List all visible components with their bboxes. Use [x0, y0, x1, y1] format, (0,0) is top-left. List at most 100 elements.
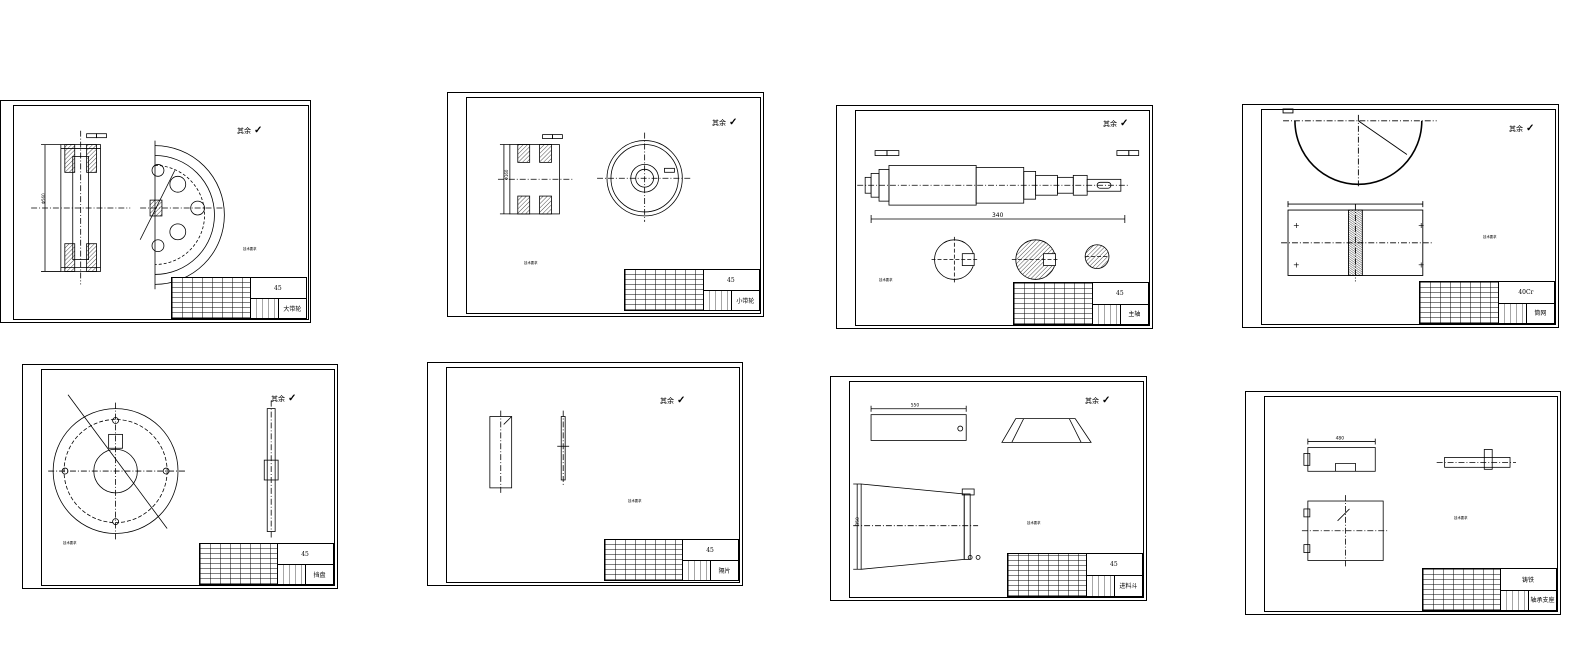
notes-title: 技术要求 — [524, 261, 538, 265]
tech-notes: 技术要求 — [879, 278, 893, 282]
roughness-mark: 其余✓ — [1085, 395, 1110, 406]
spacer-views — [489, 410, 570, 494]
pulley-views: Φ160 — [497, 132, 692, 222]
roughness-label: 其余 — [1509, 124, 1523, 133]
tech-notes: 技术要求 — [243, 247, 257, 251]
title-block-grid — [1014, 283, 1093, 324]
title-block-grid — [1008, 554, 1087, 596]
tech-notes: 技术要求 — [524, 261, 538, 265]
title-block: 45 主轴 — [1013, 282, 1149, 325]
title-block: 45 挡盘 — [199, 543, 334, 585]
hopper-dim-top: 550 — [911, 403, 920, 409]
title-block-mid — [1085, 575, 1114, 596]
title-block: 铸铁 轴承支座 — [1422, 568, 1557, 611]
drawing-frame — [1264, 396, 1558, 612]
title-block-mid — [277, 564, 306, 584]
roughness-mark: 其余✓ — [237, 125, 262, 136]
notes-title: 技术要求 — [243, 247, 257, 251]
title-block: 45 大带轮 — [171, 277, 307, 319]
title-block: 40Cr 筒网 — [1419, 281, 1555, 324]
roughness-mark: 其余✓ — [271, 393, 296, 404]
sheet-bearing-seat[interactable]: 480 技术要求 铸铁 轴承支座 — [1245, 391, 1561, 615]
material-cell: 45 — [682, 540, 738, 561]
hopper-dim-left: 350 — [855, 517, 861, 526]
material-cell: 45 — [277, 544, 333, 565]
material-cell: 45 — [1085, 554, 1142, 576]
drawing-frame — [855, 110, 1150, 326]
title-block: 45 小带轮 — [624, 269, 760, 311]
notes-title: 技术要求 — [1483, 235, 1497, 239]
part-name-cell: 筒网 — [1525, 302, 1554, 323]
drawing-frame — [13, 105, 309, 320]
svg-text:Φ560: Φ560 — [41, 193, 46, 204]
part-name-cell: 主轴 — [1119, 303, 1148, 324]
notes-title: 技术要求 — [1027, 521, 1041, 525]
roughness-check-icon: ✓ — [254, 125, 263, 136]
roughness-label: 其余 — [1085, 396, 1099, 405]
tech-notes: 技术要求 — [628, 499, 642, 503]
svg-text:+: + — [1418, 261, 1425, 270]
part-name-cell: 轴承支座 — [1528, 589, 1556, 610]
material-cell: 45 — [1091, 283, 1148, 305]
svg-text:+: + — [1418, 221, 1425, 230]
roughness-mark: 其余✓ — [1103, 118, 1128, 129]
roughness-check-icon: ✓ — [1120, 118, 1129, 129]
roughness-label: 其余 — [237, 126, 251, 135]
roughness-label: 其余 — [660, 396, 674, 405]
drawing-frame — [446, 367, 740, 583]
sheet-small-pulley[interactable]: Φ160 其余✓ 技术要求 45 小带轮 — [447, 92, 764, 317]
roughness-check-icon: ✓ — [677, 395, 686, 406]
title-block-mid — [1500, 589, 1529, 610]
drawing-frame — [849, 381, 1144, 598]
title-block: 45 进料斗 — [1007, 553, 1143, 597]
sheet-drum[interactable]: + + + + 其余✓ 技术要求 40Cr 筒网 — [1242, 104, 1559, 328]
sheet-large-pulley[interactable]: Φ560 其余✓ 技术要求 45 大带轮 — [0, 100, 311, 323]
seat-width-dim: 480 — [1336, 436, 1345, 442]
tech-notes: 技术要求 — [1483, 235, 1497, 239]
title-block-mid — [1091, 303, 1120, 324]
part-name-cell: 进料斗 — [1113, 575, 1142, 596]
title-block-mid — [702, 290, 731, 310]
sheet-flange[interactable]: 其余✓ 技术要求 45 挡盘 — [22, 364, 338, 589]
title-block-mid — [682, 560, 711, 580]
title-block-grid — [1423, 569, 1502, 610]
roughness-label: 其余 — [271, 394, 285, 403]
pulley-section-view: Φ560 — [31, 130, 225, 290]
material-cell: 40Cr — [1497, 282, 1554, 304]
title-block-mid — [249, 298, 278, 318]
svg-text:Φ160: Φ160 — [504, 169, 509, 180]
roughness-label: 其余 — [712, 118, 726, 127]
sheet-hopper[interactable]: 550 350 其余✓ 技术要求 45 进料斗 — [830, 376, 1147, 601]
material-cell: 45 — [702, 270, 759, 291]
roughness-check-icon: ✓ — [288, 393, 297, 404]
drawing-frame — [41, 369, 335, 586]
notes-title: 技术要求 — [628, 499, 642, 503]
part-name-cell: 小带轮 — [730, 290, 759, 310]
bearing-seat-views: 480 — [1301, 436, 1516, 567]
roughness-mark: 其余✓ — [1509, 123, 1534, 134]
shaft-views: 340 — [857, 150, 1140, 283]
part-name-cell: 挡盘 — [305, 564, 333, 584]
roughness-check-icon: ✓ — [1102, 395, 1111, 406]
tech-notes: 技术要求 — [63, 541, 77, 545]
tech-notes: 技术要求 — [1454, 516, 1468, 520]
title-block-grid — [1420, 282, 1499, 323]
flange-views — [48, 394, 279, 540]
notes-title: 技术要求 — [1454, 516, 1468, 520]
sheet-main-shaft[interactable]: 340 其余✓ 技术要求 45 主轴 — [836, 105, 1153, 329]
roughness-check-icon: ✓ — [1526, 123, 1535, 134]
roughness-check-icon: ✓ — [729, 117, 738, 128]
title-block-grid — [605, 540, 684, 580]
svg-text:+: + — [1293, 221, 1300, 230]
drawing-frame — [466, 97, 761, 314]
shaft-length-dim: 340 — [992, 212, 1004, 219]
material-cell: 45 — [249, 278, 306, 299]
tech-notes: 技术要求 — [1027, 521, 1041, 525]
sheet-spacer[interactable]: 其余✓ 技术要求 45 隔片 — [427, 362, 743, 586]
hopper-views: 550 350 — [853, 403, 1092, 570]
drum-views: + + + + — [1281, 108, 1437, 282]
roughness-label: 其余 — [1103, 119, 1117, 128]
part-name-cell: 隔片 — [710, 560, 738, 580]
notes-title: 技术要求 — [879, 278, 893, 282]
roughness-mark: 其余✓ — [660, 395, 685, 406]
